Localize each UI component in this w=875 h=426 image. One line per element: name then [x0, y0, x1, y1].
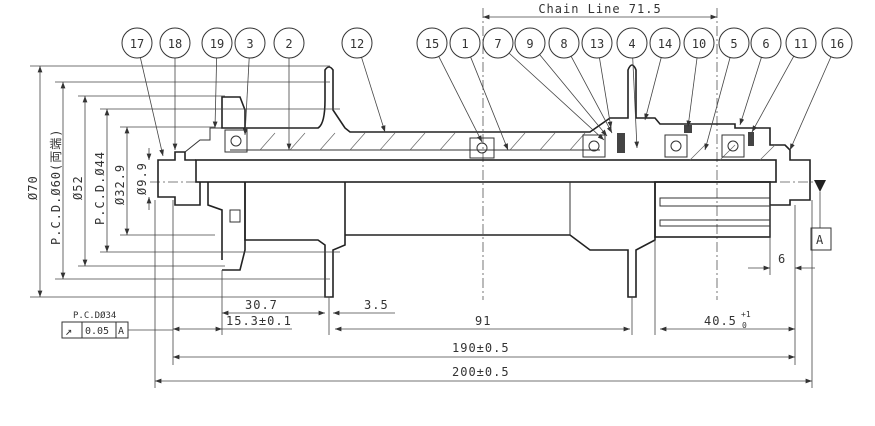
dim-d329: Ø32.9	[113, 164, 127, 205]
dim-6: 6	[778, 252, 786, 266]
hub-body	[157, 64, 811, 298]
balloon-circle	[821, 27, 853, 59]
balloon-circle	[121, 27, 153, 59]
balloon-circle	[273, 27, 305, 59]
chain-line-dimension: Chain Line 71.5	[482, 2, 718, 300]
balloon-18: 18	[168, 37, 182, 51]
dim-15-3: 15.3±0.1	[226, 314, 292, 328]
balloon-leader	[539, 54, 608, 137]
balloon-17: 17	[130, 37, 144, 51]
balloon-circle	[683, 27, 715, 59]
balloon-circle	[649, 27, 681, 59]
balloon-12: 12	[350, 37, 364, 51]
balloon-leader	[242, 57, 250, 136]
length-dimensions: 30.7 3.5 15.3±0.1 91 40.5 +1 0 190±0.5 2…	[154, 200, 815, 388]
balloon-leader	[508, 52, 605, 141]
balloon-leader	[361, 57, 386, 133]
balloon-leader	[212, 57, 218, 129]
balloon-leader	[686, 57, 698, 128]
balloon-leader	[139, 57, 164, 157]
dim-40-5: 40.5	[704, 314, 737, 328]
balloon-2: 2	[285, 37, 292, 51]
balloon-3: 3	[246, 37, 253, 51]
dim-d99: Ø9.9	[135, 162, 149, 195]
dim-pcd44: P.C.D.Ø44	[93, 151, 107, 225]
balloon-1: 1	[461, 37, 468, 51]
balloon-circle	[718, 27, 750, 59]
balloon-circle	[341, 27, 373, 59]
balloon-4: 4	[628, 37, 635, 51]
balloon-leader	[644, 57, 662, 121]
balloon-16: 16	[830, 37, 844, 51]
balloon-leader	[438, 56, 483, 143]
balloon-circle	[785, 27, 817, 59]
runout-tolerance-frame: P.C.DØ34 ↗ 0.05 A	[61, 310, 173, 339]
balloon-leader	[751, 55, 795, 133]
balloon-circle	[581, 27, 613, 59]
datum-a-label: A	[816, 233, 824, 247]
balloon-leader	[789, 56, 832, 151]
balloon-6: 6	[762, 37, 769, 51]
balloon-15: 15	[425, 37, 439, 51]
dim-40-5-lower-tol: 0	[742, 321, 747, 330]
balloon-leader	[599, 57, 613, 129]
balloon-leader	[632, 57, 640, 149]
balloon-circle	[201, 27, 233, 59]
balloon-circle	[449, 27, 481, 59]
balloon-leader	[704, 57, 731, 151]
dim-3-5: 3.5	[364, 298, 389, 312]
balloon-7: 7	[494, 37, 501, 51]
dim-190: 190±0.5	[452, 341, 510, 355]
balloon-8: 8	[560, 37, 567, 51]
dim-d52: Ø52	[71, 175, 85, 200]
balloon-5: 5	[730, 37, 737, 51]
dim-pcd60: P.C.D.Ø60(両端)	[49, 129, 63, 245]
balloon-circle	[548, 27, 580, 59]
balloon-leader	[570, 56, 613, 134]
balloon-10: 10	[692, 37, 706, 51]
balloon-circle	[416, 27, 448, 59]
diameter-dimensions: Ø70 P.C.D.Ø60(両端) Ø52 P.C.D.Ø44 Ø32.9 Ø9…	[26, 65, 340, 298]
dim-30-7: 30.7	[245, 298, 278, 312]
dim-91: 91	[475, 314, 491, 328]
dim-200: 200±0.5	[452, 365, 510, 379]
balloon-circle	[616, 27, 648, 59]
balloon-circle	[234, 27, 266, 59]
balloon-leader	[470, 56, 509, 151]
balloon-11: 11	[794, 37, 808, 51]
balloon-14: 14	[658, 37, 672, 51]
datum-a: A	[810, 180, 832, 251]
balloon-circle	[159, 27, 191, 59]
chain-line-label: Chain Line 71.5	[538, 2, 661, 16]
balloon-19: 19	[210, 37, 224, 51]
dim-40-5-upper-tol: +1	[741, 310, 751, 319]
balloon-circle	[514, 27, 546, 59]
tolerance-pcd: P.C.DØ34	[73, 310, 116, 321]
tolerance-value: 0.05	[85, 326, 109, 337]
balloon-leader	[739, 57, 762, 126]
runout-icon: ↗	[65, 324, 72, 338]
balloon-circle	[482, 27, 514, 59]
balloon-9: 9	[526, 37, 533, 51]
tolerance-datum: A	[118, 326, 124, 337]
balloon-circle	[750, 27, 782, 59]
balloon-13: 13	[590, 37, 604, 51]
dim-d70: Ø70	[26, 175, 40, 200]
